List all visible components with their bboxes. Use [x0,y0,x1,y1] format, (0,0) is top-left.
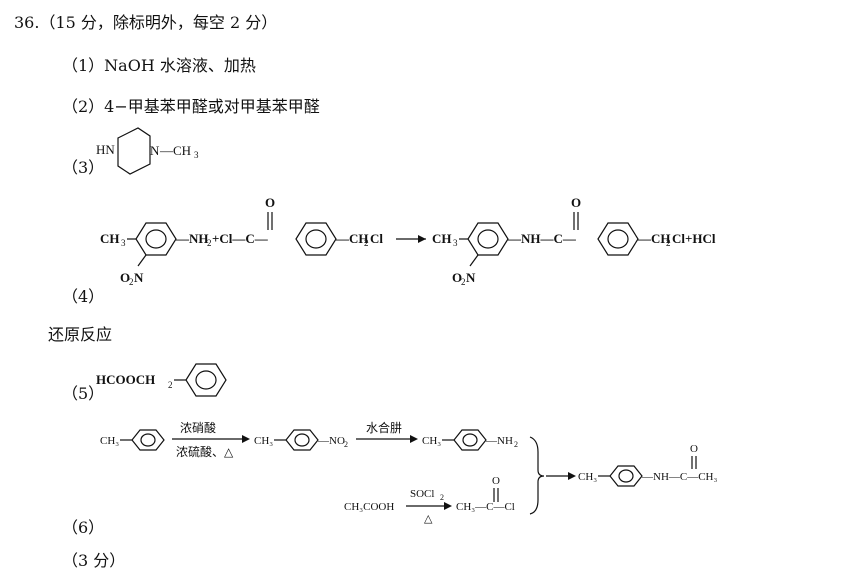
q6-no2: —NO [317,435,345,447]
q4-sub3-left: 3 [121,238,126,248]
q5-sub2: 2 [168,380,173,390]
chemical-structures: HN N —CH 3 CH 3 O 2 N —NH 2 +Cl—C— O —CH… [96,127,718,525]
answer-4-label: （4） [62,287,105,306]
q4-no2-sub-right: 2 [461,277,466,287]
q6-product: —NH—C—CH₃ [641,471,718,483]
q4-nh2-sub: 2 [207,238,212,248]
svg-text:2: 2 [440,493,444,502]
q4-cl-left: Cl [370,231,383,246]
q3-ch3-label: —CH [159,143,191,158]
q6-ch3cooh: CH₃COOH [344,501,394,513]
q6-ch3-start: CH₃ [100,435,119,447]
q3-sub3: 3 [194,150,199,160]
q4-no2-o-left: O [120,270,130,285]
q3-n-label: N [150,143,160,158]
q4-o-top-left: O [265,195,275,210]
q4-ch2cl-right: —CH [637,231,671,246]
q6-synthesis-route: CH₃ 浓硝酸 浓硫酸、△ CH₃ —NO 2 水合肼 CH₃ —NH 2 CH… [100,420,718,525]
q6-delta: △ [424,513,433,525]
answer-4-note: 还原反应 [48,325,113,344]
q3-methylpiperazine-structure: HN N —CH 3 [96,127,199,175]
q6-ch3-nitro: CH₃ [254,435,273,447]
q4-no2-n-right: N [466,270,476,285]
q6-reagent1-top: 浓硝酸 [180,420,216,435]
q4-no2-o-right: O [452,270,462,285]
svg-text:O: O [492,475,500,487]
q4-acyl-chloride: +Cl—C— [212,231,269,246]
q4-amide: —NH—C— [507,231,577,246]
answer-3-label: （3） [62,158,105,177]
q4-ch3-right: CH [432,231,452,246]
q4-ch2cl-left: —CH [335,231,369,246]
q6-ch3-product: CH₃ [578,471,597,483]
q6-ch3-amine: CH₃ [422,435,441,447]
q4-o-top-right: O [571,195,581,210]
q4-no2-n-left: N [134,270,144,285]
answer-6-label: （6） [62,518,105,537]
svg-text:2: 2 [344,440,348,449]
q4-ch3-left: CH [100,231,120,246]
q6-socl2: SOCl [410,488,434,500]
svg-text:O: O [690,443,698,455]
question-title: 36.（15 分，除标明外，每空 2 分） [14,13,278,32]
q4-nh2: —NH [175,231,209,246]
answer-2: （2）4−甲基苯甲醛或对甲基苯甲醛 [62,97,320,116]
answer-1: （1）NaOH 水溶液、加热 [62,56,256,75]
q5-benzyl-formate: HCOOCH 2 [96,363,227,397]
q5-formula: HCOOCH [96,372,155,387]
answer-5-label: （5） [62,384,105,403]
q6-nh2: —NH [485,435,513,447]
q6-reagent2-top: 水合肼 [366,420,402,435]
q4-ch2-sub-right: 2 [666,238,671,248]
q4-hcl: Cl+HCl [672,231,716,246]
q3-hn-label: HN [96,142,115,157]
q6-acyl-chloride: CH₃—C—Cl [456,501,515,513]
q4-no2-sub-left: 2 [129,277,134,287]
q4-sub3-right: 3 [453,238,458,248]
q6-reagent1-bottom: 浓硫酸、△ [176,444,234,459]
svg-text:2: 2 [514,440,518,449]
q4-reaction: CH 3 O 2 N —NH 2 +Cl—C— O —CH 2 Cl CH 3 … [100,195,716,287]
q4-ch2-sub-left: 2 [364,238,369,248]
